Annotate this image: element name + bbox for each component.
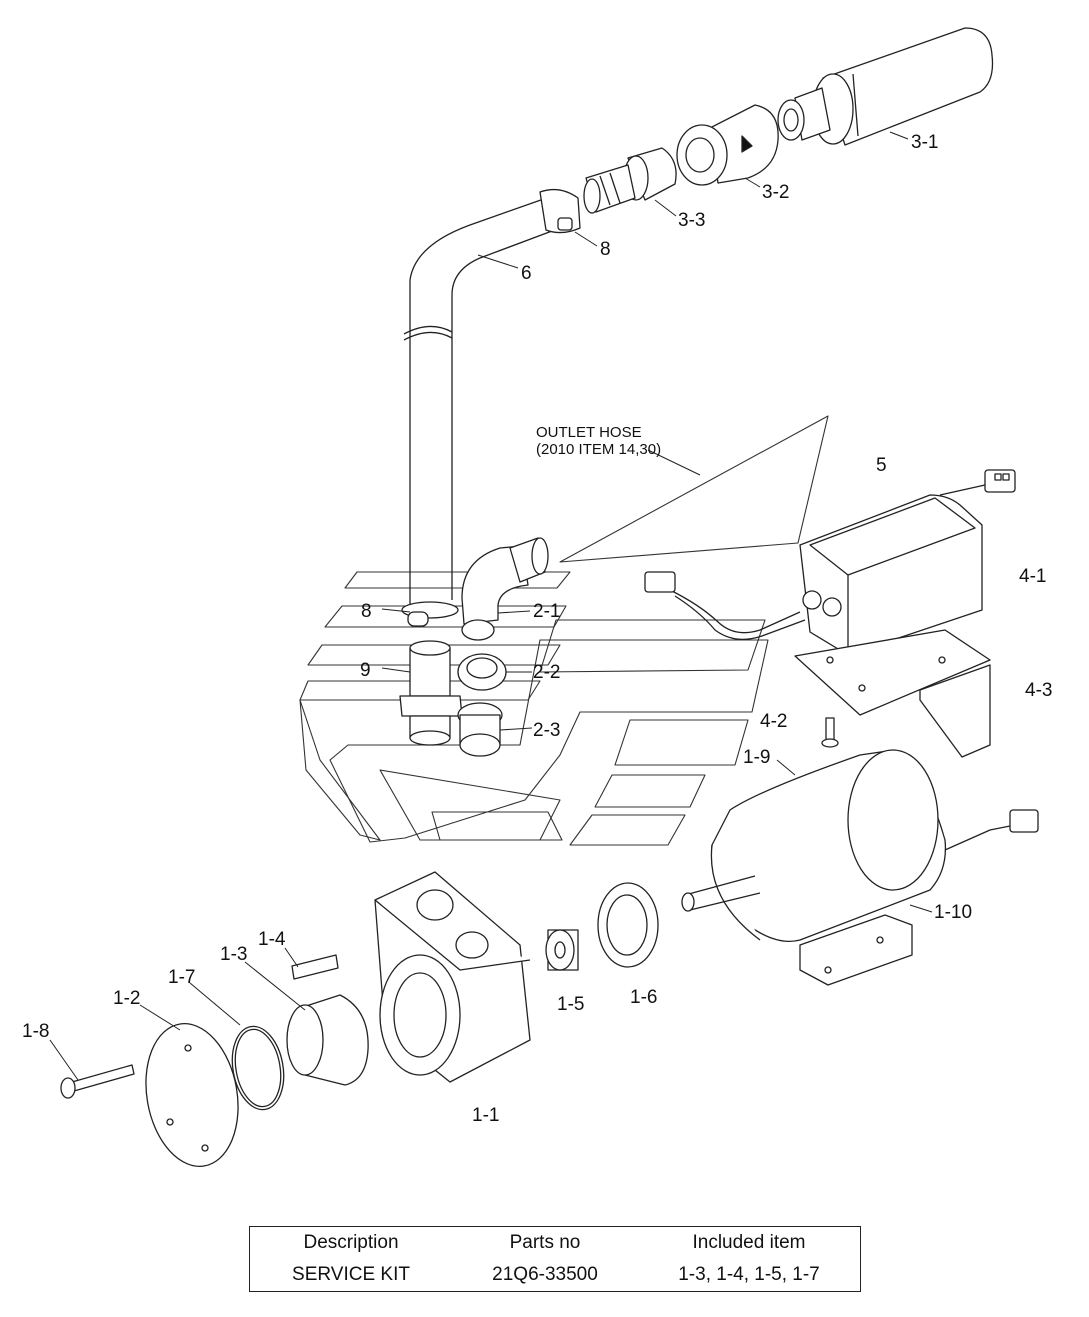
callout-1-6: 1-6: [630, 987, 658, 1008]
callout-2-1: 2-1: [533, 601, 561, 622]
cover-1-2: [145, 1023, 239, 1167]
connector-5: [939, 469, 1016, 496]
cell-description: SERVICE KIT: [292, 1264, 410, 1285]
callout-3-1: 3-1: [911, 132, 939, 153]
callout-8-mid: 8: [361, 601, 372, 622]
outlet-hose-note-line1: OUTLET HOSE: [536, 424, 642, 441]
nut-2-2: [457, 653, 507, 691]
bearing-1-6: [597, 882, 659, 968]
callout-4-3: 4-3: [1025, 680, 1053, 701]
machine-frame-ghost: [299, 415, 829, 846]
callout-8-top: 8: [600, 239, 611, 260]
motor-1-9: [681, 749, 1039, 943]
screw-1-8: [60, 1064, 135, 1099]
callout-1-1: 1-1: [472, 1105, 500, 1126]
header-description: Description: [303, 1232, 399, 1253]
callout-1-4: 1-4: [258, 929, 286, 950]
callout-3-2: 3-2: [762, 182, 790, 203]
header-parts-no: Parts no: [509, 1232, 581, 1253]
callout-1-8: 1-8: [22, 1021, 50, 1042]
valve-3-2: [676, 104, 779, 186]
callout-9: 9: [360, 660, 371, 681]
fitting-2-3: [457, 702, 503, 757]
callout-1-10: 1-10: [934, 902, 973, 923]
vane-1-4: [291, 954, 339, 980]
hose-clamp-8-mid: [401, 601, 459, 627]
callout-5: 5: [876, 455, 887, 476]
outlet-hose-note-line2: (2010 ITEM 14,30): [536, 441, 662, 458]
power-box-4-1: [799, 494, 983, 656]
fitting-3-3: [583, 147, 677, 214]
callout-6: 6: [521, 263, 532, 284]
table-header-row: Description Parts no Included item: [250, 1227, 860, 1259]
cell-parts-no: 21Q6-33500: [492, 1264, 598, 1285]
hose-clamp-8-top: [539, 188, 581, 234]
leader-lines: [49, 131, 933, 1081]
cell-included-item: 1-3, 1-4, 1-5, 1-7: [678, 1264, 820, 1285]
spacer-1-5: [545, 929, 579, 971]
outlet-hose-note: OUTLET HOSE (2010 ITEM 14,30): [536, 424, 661, 458]
header-included-item: Included item: [692, 1232, 806, 1253]
table-row: SERVICE KIT 21Q6-33500 1-3, 1-4, 1-5, 1-…: [250, 1259, 860, 1291]
callout-1-7: 1-7: [168, 967, 196, 988]
rotor-1-3: [286, 994, 369, 1086]
nipple-9: [399, 640, 463, 746]
callout-1-3: 1-3: [220, 944, 248, 965]
callout-4-1: 4-1: [1019, 566, 1047, 587]
callout-2-2: 2-2: [533, 662, 561, 683]
callout-4-2: 4-2: [760, 711, 788, 732]
coupling-3-1: [777, 27, 994, 146]
callout-1-9: 1-9: [743, 747, 771, 768]
callout-1-2: 1-2: [113, 988, 141, 1009]
service-kit-table: Description Parts no Included item SERVI…: [249, 1226, 861, 1292]
callout-2-3: 2-3: [533, 720, 561, 741]
bracket-4-3: [794, 629, 991, 758]
pump-housing-1-1: [374, 871, 531, 1083]
elbow-2-1: [461, 537, 549, 641]
wire-harness: [644, 571, 842, 641]
screw-4-2: [821, 717, 839, 748]
motor-mount-1-10: [799, 914, 913, 986]
callout-3-3: 3-3: [678, 210, 706, 231]
callout-1-5: 1-5: [557, 994, 585, 1015]
